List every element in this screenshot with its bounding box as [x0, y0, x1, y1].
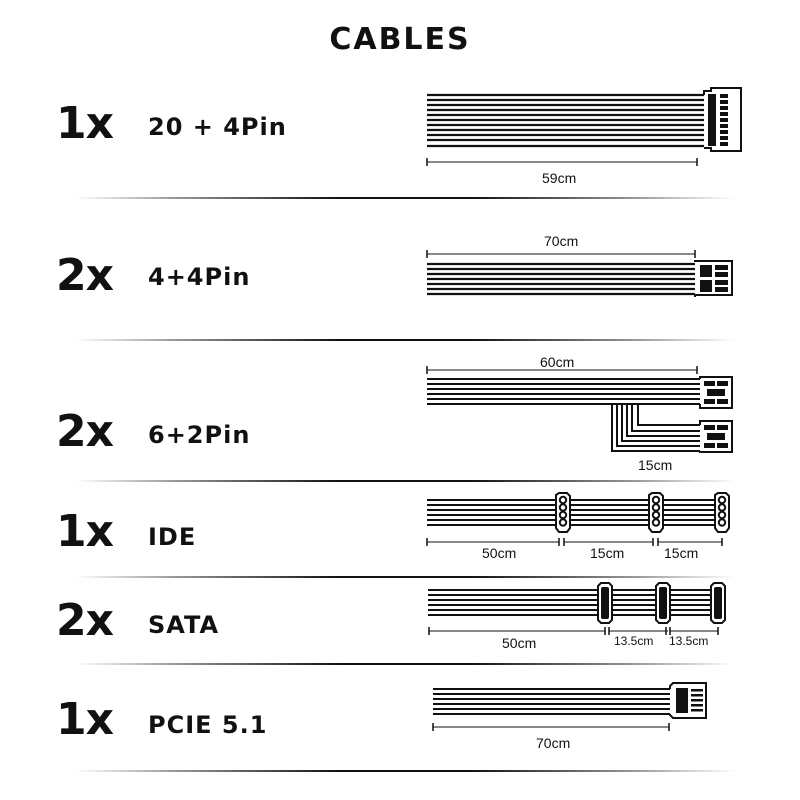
cable-name-pcie: PCIE 5.1 [148, 711, 268, 739]
length-label-6-2pin-branch: 15cm [638, 457, 673, 473]
sata-connector-1 [597, 582, 613, 624]
divider [75, 663, 735, 665]
cable-quantity-20-4pin: 1x [56, 98, 114, 149]
divider [75, 480, 735, 482]
length-label-20-4pin: 59cm [542, 170, 577, 186]
sata-connector-3 [710, 582, 726, 624]
cable-name-6-2pin: 6+2Pin [148, 421, 251, 449]
cable-quantity-ide: 1x [56, 506, 114, 557]
molex-connector-1 [555, 492, 571, 533]
cable-name-ide: IDE [148, 523, 197, 551]
cable-20-4pin-illustration [426, 87, 742, 166]
divider [75, 339, 735, 341]
cable-quantity-4-4pin: 2x [56, 250, 114, 301]
length-label-sata-1: 50cm [502, 635, 537, 651]
length-label-ide-2: 15cm [590, 545, 625, 561]
length-label-sata-2: 13.5cm [614, 634, 654, 648]
length-label-pcie: 70cm [536, 735, 571, 751]
length-label-sata-3: 13.5cm [669, 634, 709, 648]
length-label-ide-3: 15cm [664, 545, 699, 561]
divider [75, 197, 735, 199]
cable-quantity-6-2pin: 2x [56, 406, 114, 457]
cable-ide-illustration [426, 492, 730, 546]
divider [75, 770, 735, 772]
cable-quantity-sata: 2x [56, 595, 114, 646]
cable-4-4pin-illustration [426, 250, 733, 297]
cable-quantity-pcie: 1x [56, 694, 114, 745]
molex-connector-3 [714, 492, 730, 533]
molex-connector-2 [648, 492, 664, 533]
cable-name-4-4pin: 4+4Pin [148, 263, 251, 291]
cable-sata-illustration [428, 582, 726, 635]
length-label-ide-1: 50cm [482, 545, 517, 561]
page-title: CABLES [329, 22, 471, 57]
sata-connector-2 [655, 582, 671, 624]
cable-name-20-4pin: 20 + 4Pin [148, 113, 287, 141]
length-label-4-4pin: 70cm [544, 233, 579, 249]
divider [75, 576, 735, 578]
cable-pcie-illustration [432, 682, 707, 731]
cable-name-sata: SATA [148, 611, 220, 639]
length-label-6-2pin-main: 60cm [540, 354, 575, 370]
cable-6-2pin-illustration [426, 366, 733, 453]
